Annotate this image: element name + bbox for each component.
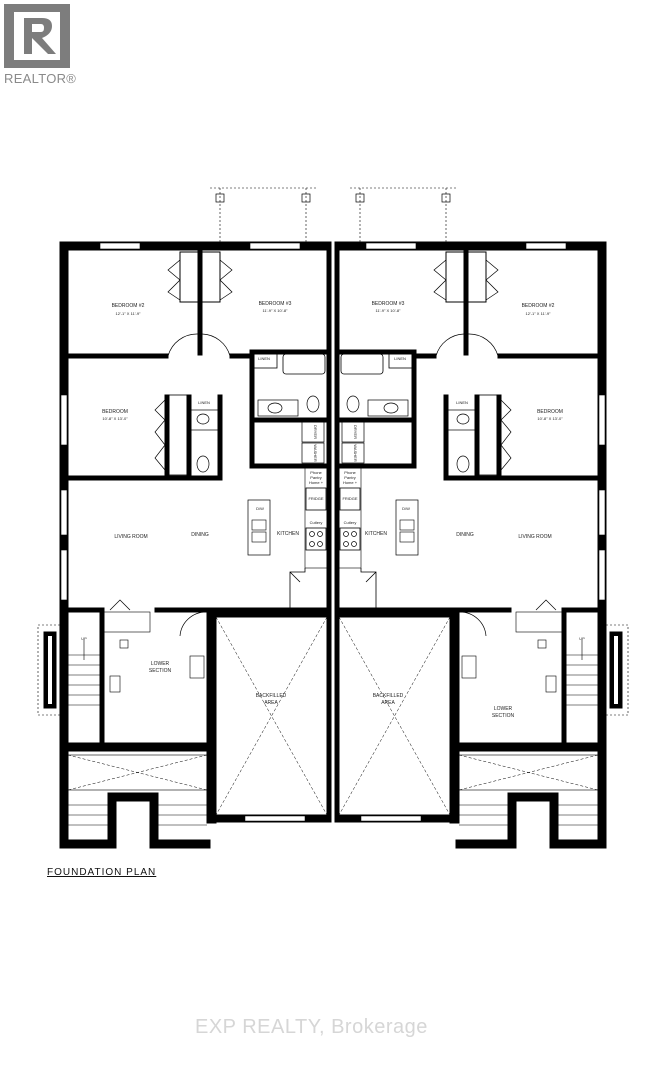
room-label: LOWER bbox=[151, 661, 170, 667]
pantry-label: Phone bbox=[310, 470, 322, 475]
up-label: UP bbox=[81, 636, 87, 641]
room-label: LIVING ROOM bbox=[518, 534, 551, 540]
room-label: KITCHEN bbox=[277, 531, 299, 537]
room-label: DINING bbox=[191, 532, 209, 538]
washer-label: WASHER bbox=[353, 444, 358, 462]
dw-label: D/W bbox=[256, 506, 264, 511]
dryer-label: DRYER bbox=[353, 425, 358, 439]
room-size: 11'-9" X 10'-8" bbox=[263, 308, 289, 313]
pantry-label: Home + bbox=[343, 480, 358, 485]
room-label: DINING bbox=[456, 532, 474, 538]
fridge-label: FRIDGE bbox=[342, 496, 357, 501]
room-label: BACKFILLED bbox=[256, 693, 287, 699]
room-label: AREA bbox=[381, 700, 395, 706]
room-label: BACKFILLED bbox=[373, 693, 404, 699]
room-label: BEDROOM #2 bbox=[112, 303, 145, 309]
up-label: UP bbox=[579, 636, 585, 641]
room-label: BEDROOM #2 bbox=[522, 303, 555, 309]
pantry-label: Phone bbox=[344, 470, 356, 475]
room-label: BEDROOM bbox=[537, 409, 563, 415]
dryer-label: DRYER bbox=[313, 425, 318, 439]
room-size: 10'-8" X 13'-0" bbox=[102, 416, 128, 421]
room-label: SECTION bbox=[149, 668, 172, 674]
room-size: 11'-9" X 10'-8" bbox=[376, 308, 402, 313]
room-size: 12'-1" X 11'-9" bbox=[116, 311, 142, 316]
linen-label: LINEN bbox=[394, 356, 406, 361]
room-label: BEDROOM bbox=[102, 409, 128, 415]
pantry-label: Pantry bbox=[310, 475, 322, 480]
room-label: LOWER bbox=[494, 706, 513, 712]
room-label: LIVING ROOM bbox=[114, 534, 147, 540]
fridge-label: FRIDGE bbox=[308, 496, 323, 501]
left-unit bbox=[37, 187, 332, 849]
watermark: EXP REALTY, Brokerage bbox=[195, 1016, 428, 1038]
room-size: 12'-1" X 11'-9" bbox=[526, 311, 552, 316]
dw-label: D/W bbox=[402, 506, 410, 511]
room-label: AREA bbox=[264, 700, 278, 706]
realtor-logo: REALTOR® bbox=[4, 4, 77, 86]
realtor-logo-text: REALTOR® bbox=[4, 71, 77, 86]
linen-label: LINEN bbox=[198, 400, 210, 405]
room-label: BEDROOM #3 bbox=[372, 301, 405, 307]
cutlery-label: Cutlery bbox=[310, 520, 323, 525]
room-label: BEDROOM #3 bbox=[259, 301, 292, 307]
right-unit bbox=[334, 187, 629, 849]
plan-title: FOUNDATION PLAN bbox=[47, 867, 157, 878]
room-label: SECTION bbox=[492, 713, 515, 719]
pantry-label: Home + bbox=[309, 480, 324, 485]
cutlery-label: Cutlery bbox=[344, 520, 357, 525]
linen-label: LINEN bbox=[456, 400, 468, 405]
pantry-label: Pantry bbox=[344, 475, 356, 480]
room-label: KITCHEN bbox=[365, 531, 387, 537]
linen-label: LINEN bbox=[258, 356, 270, 361]
room-size: 10'-8" X 13'-0" bbox=[537, 416, 563, 421]
washer-label: WASHER bbox=[313, 444, 318, 462]
realtor-logo-mark bbox=[4, 4, 70, 68]
